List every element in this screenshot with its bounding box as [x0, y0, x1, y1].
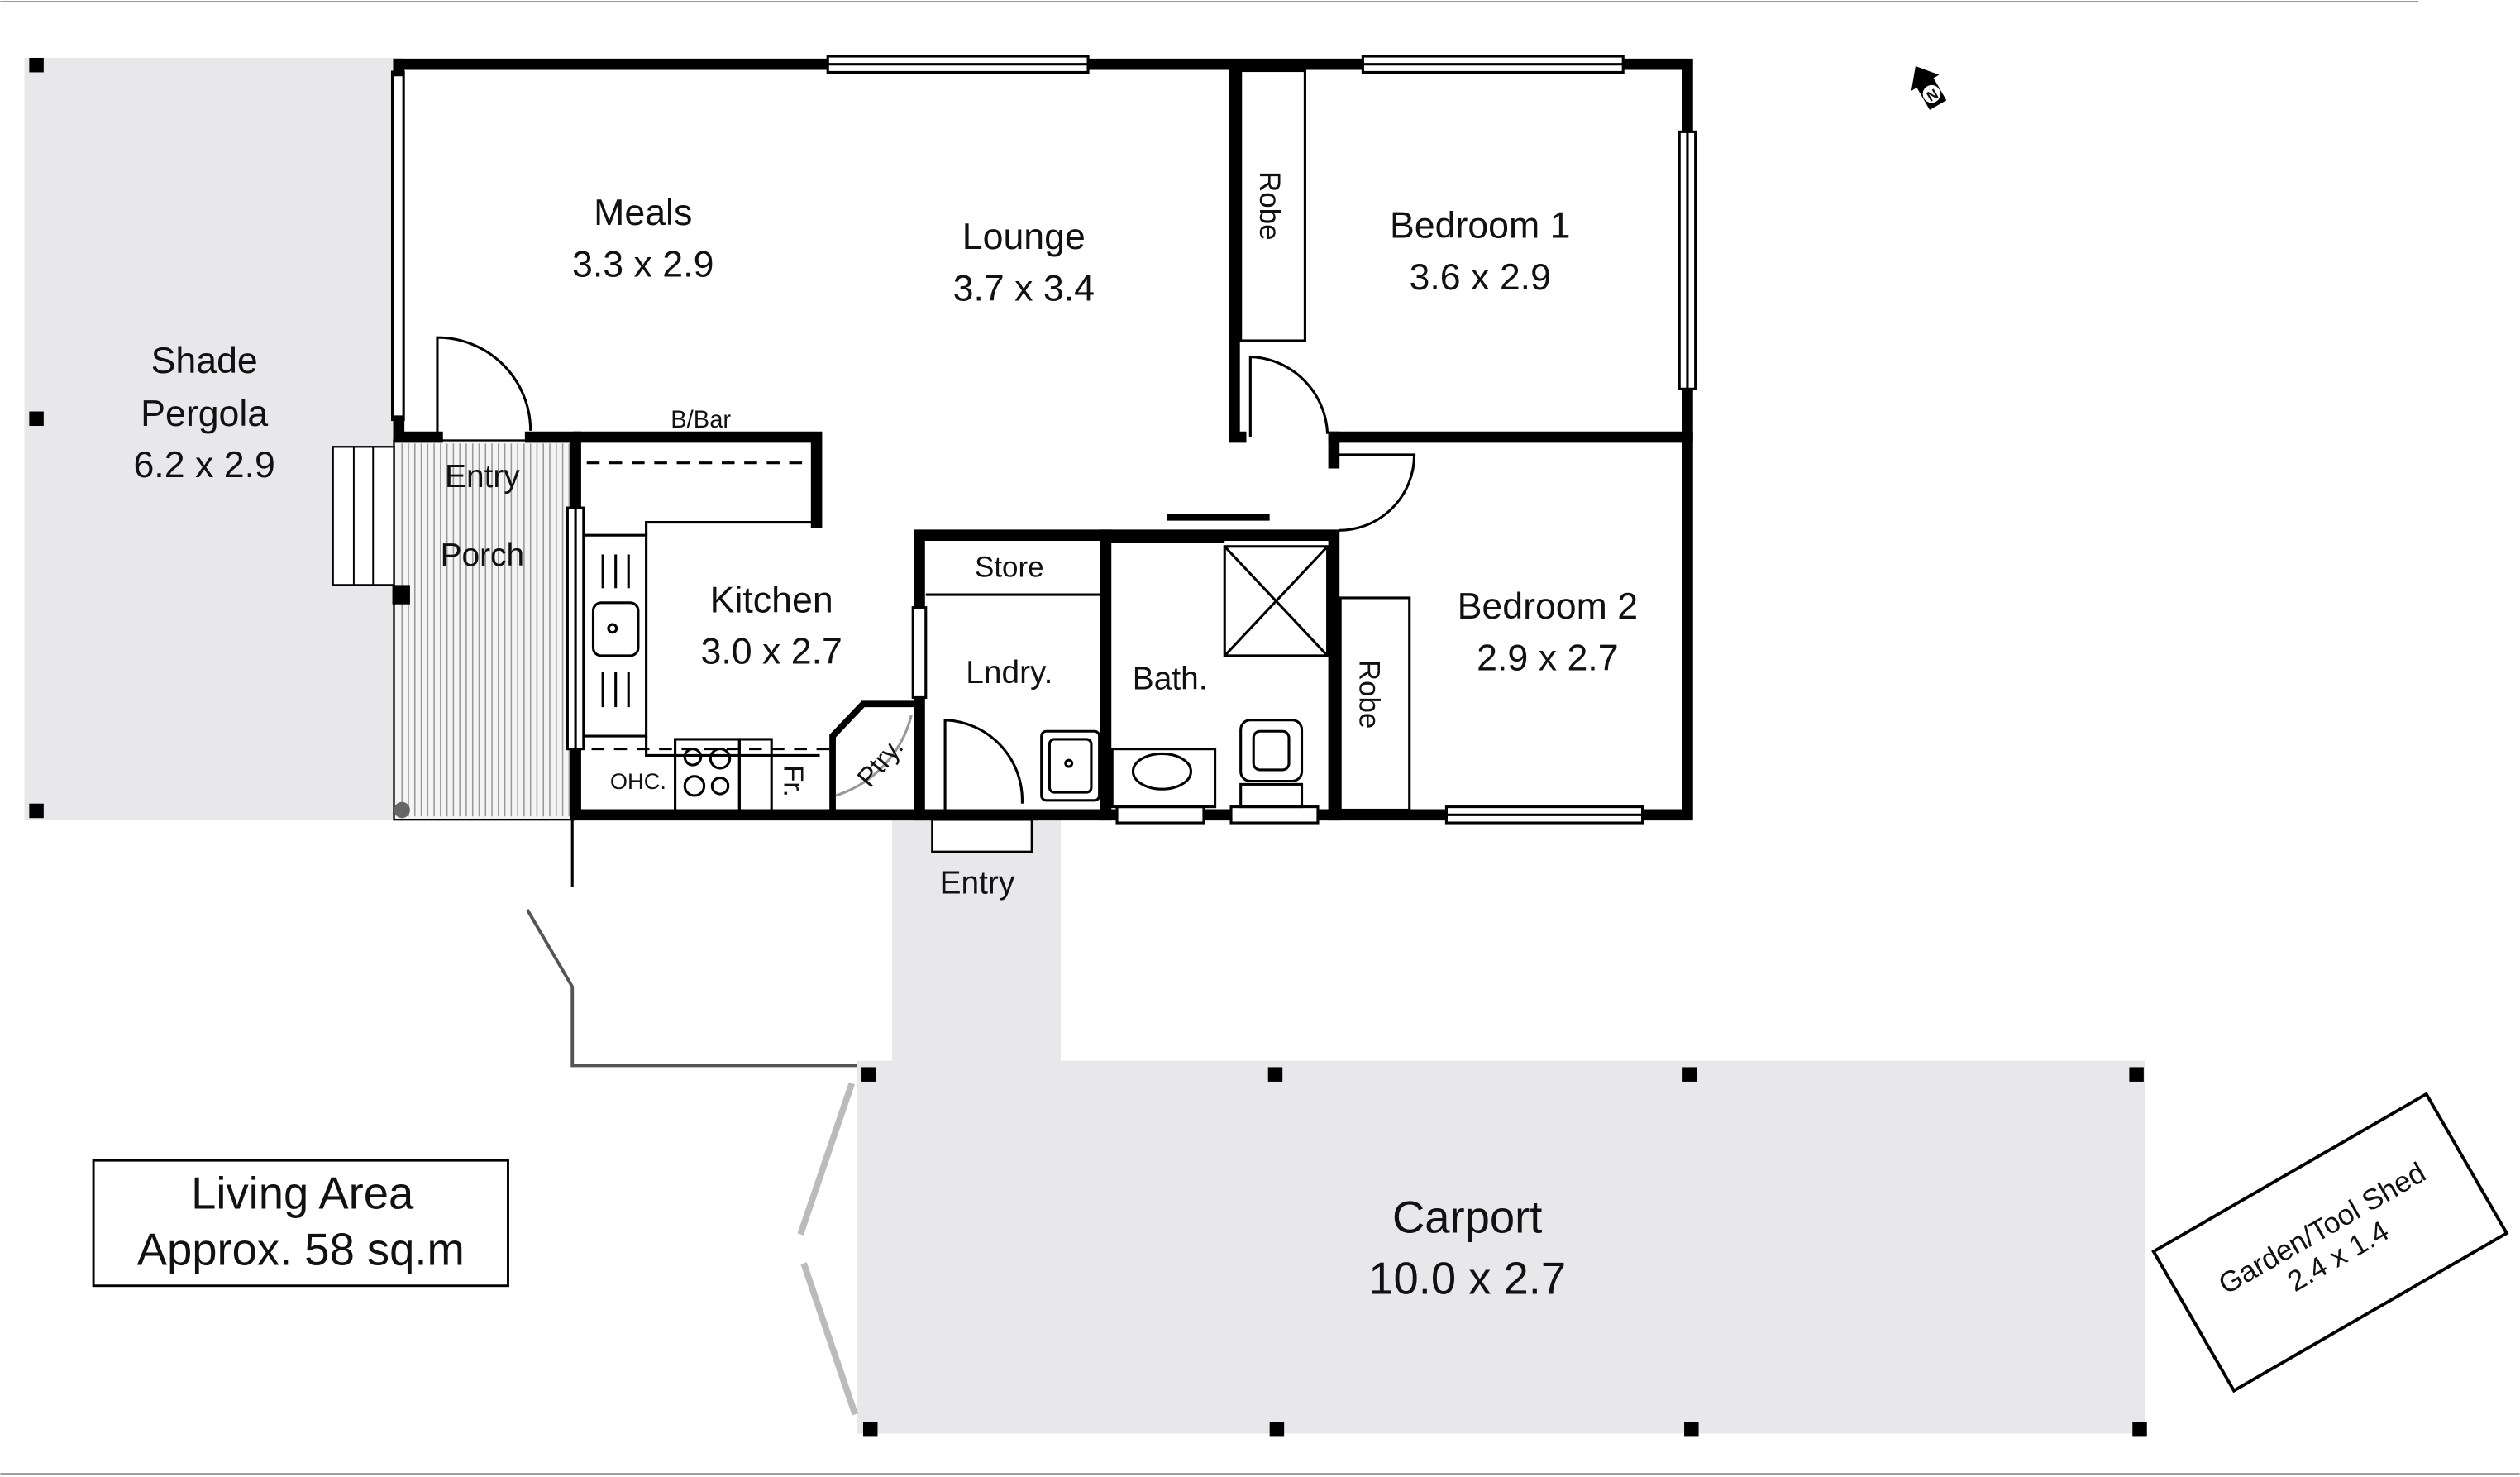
- meals-size: 3.3 x 2.9: [572, 244, 714, 284]
- porch-steps: [332, 446, 395, 586]
- bedroom2-name: Bedroom 2: [1458, 586, 1639, 627]
- carport-area: [857, 1060, 2145, 1434]
- kitchen-name: Kitchen: [710, 580, 833, 620]
- pergola-line1: Shade: [151, 341, 258, 381]
- lounge-size: 3.7 x 3.4: [953, 268, 1095, 308]
- pergola-posts: [29, 57, 44, 819]
- entry-path: [891, 820, 1062, 1064]
- living-area-box: [92, 1159, 509, 1288]
- robe-2: [1339, 596, 1411, 812]
- bath-label: Bath.: [1133, 662, 1208, 697]
- porch-deck: [332, 439, 575, 821]
- store-label: Store: [975, 552, 1044, 584]
- robe-1: [1239, 69, 1306, 342]
- fridge-label: Fr.: [779, 765, 809, 797]
- bedroom1-size: 3.6 x 2.9: [1410, 257, 1551, 298]
- garden-shed: Garden/Tool Shed 2.4 x 1.4: [2151, 1092, 2509, 1393]
- carport-size: 10.0 x 2.7: [1368, 1253, 1566, 1303]
- carport-posts: [861, 1067, 2147, 1437]
- laundry-label: Lndry.: [966, 655, 1052, 691]
- bbar-label: B/Bar: [671, 407, 731, 433]
- meals-name: Meals: [594, 193, 692, 233]
- entry-bottom-label: Entry: [940, 866, 1015, 901]
- bedroom2-size: 2.9 x 2.7: [1477, 638, 1618, 678]
- robe1-label: Robe: [1253, 171, 1286, 241]
- glass-door-meals: [391, 70, 405, 422]
- lounge-name: Lounge: [962, 217, 1086, 257]
- north-arrow-icon: N: [1911, 65, 1947, 110]
- living-area-value: Approx. 58 sq.m: [137, 1224, 465, 1274]
- pergola-area: [24, 57, 394, 820]
- porch-label: Porch: [441, 538, 525, 573]
- kitchen-bench: [583, 461, 917, 813]
- carport-gate: [797, 1082, 858, 1416]
- robe2-label: Robe: [1353, 660, 1385, 729]
- carport-name: Carport: [1392, 1193, 1542, 1243]
- pergola-line2: Pergola: [141, 394, 268, 434]
- doors: [436, 336, 1416, 812]
- ohc-label: OHC.: [610, 768, 666, 794]
- entry-step: [931, 818, 1033, 853]
- entry-top-label: Entry: [445, 459, 520, 495]
- bedroom1-name: Bedroom 1: [1390, 206, 1571, 246]
- walls: [393, 58, 1693, 821]
- kitchen-size: 3.0 x 2.7: [700, 632, 842, 672]
- wet-area-fittings: [911, 540, 1329, 809]
- pergola-size: 6.2 x 2.9: [133, 445, 274, 485]
- windows: [566, 55, 1697, 825]
- fence-line: [526, 908, 857, 1068]
- living-area-title: Living Area: [191, 1168, 414, 1218]
